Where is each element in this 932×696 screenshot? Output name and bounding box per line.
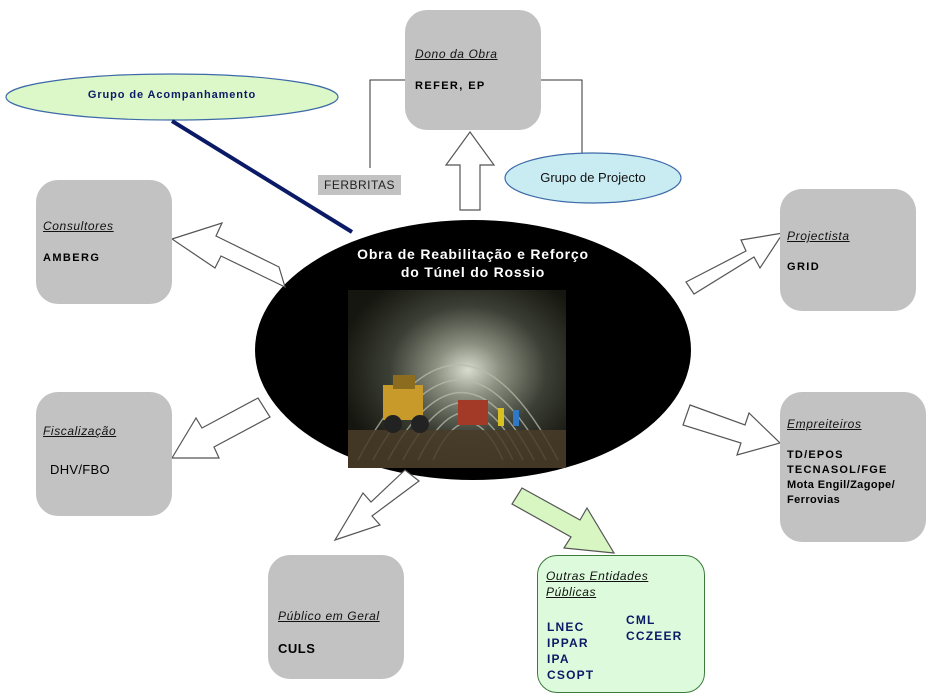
empreiteiros-entity: TECNASOL/FGE <box>787 464 888 476</box>
consultores-entity: AMBERG <box>43 252 101 264</box>
connector-line <box>170 119 354 234</box>
publico-role: Público em Geral <box>278 609 380 623</box>
tunnel-photo <box>348 290 566 468</box>
outras-col1: LNEC IPPAR IPA CSOPT <box>547 619 594 683</box>
outras-entity: CML <box>626 613 656 627</box>
connector-line <box>369 79 406 168</box>
outras-role-line1: Outras Entidades <box>546 569 649 583</box>
consultores-role: Consultores <box>43 219 114 233</box>
arrow-icon <box>170 397 271 459</box>
grupo-acompanhamento-label: Grupo de Acompanhamento <box>87 89 257 101</box>
arrow-icon <box>444 130 496 211</box>
grupo-projecto-ellipse <box>504 152 682 204</box>
grupo-acompanhamento-ellipse <box>5 73 339 121</box>
center-title: Obra de Reabilitação e Reforço do Túnel … <box>280 245 666 281</box>
empreiteiros-role: Empreiteiros <box>787 417 862 431</box>
outras-entity: CSOPT <box>547 668 595 682</box>
connector-line <box>540 79 583 155</box>
projectista-role: Projectista <box>787 229 850 243</box>
fiscalizacao-box: Fiscalização DHV/FBO <box>36 392 172 516</box>
outras-entity: IPA <box>547 652 570 666</box>
dono-da-obra-entity: REFER, EP <box>415 80 486 92</box>
publico-entity: CULS <box>278 641 316 656</box>
ferbritas-label: FERBRITAS <box>318 175 401 195</box>
empreiteiros-entity: TD/EPOS <box>787 449 844 461</box>
dono-da-obra-box: Dono da Obra REFER, EP <box>405 10 541 130</box>
consultores-box: Consultores AMBERG <box>36 180 172 304</box>
outras-entidades-box: Outras Entidades Públicas LNEC IPPAR IPA… <box>537 555 705 693</box>
outras-entity: LNEC <box>547 620 585 634</box>
projectista-entity: GRID <box>787 261 821 273</box>
empreiteiros-entity-list: TD/EPOS TECNASOL/FGE Mota Engil/Zagope/ … <box>787 448 895 508</box>
fiscalizacao-entity: DHV/FBO <box>50 462 110 477</box>
publico-box: Público em Geral CULS <box>268 555 404 679</box>
projectista-box: Projectista GRID <box>780 189 916 311</box>
outras-entity: IPPAR <box>547 636 589 650</box>
empreiteiros-entity: Mota Engil/Zagope/ <box>787 479 896 491</box>
center-title-line1: Obra de Reabilitação e Reforço <box>357 246 589 262</box>
outras-entity: CCZEER <box>626 629 683 643</box>
arrow-icon <box>685 232 785 295</box>
arrow-icon <box>333 469 420 542</box>
fiscalizacao-role: Fiscalização <box>43 424 117 438</box>
center-title-line2: do Túnel do Rossio <box>400 264 546 280</box>
arrow-icon <box>511 487 616 554</box>
grupo-projecto-label: Grupo de Projecto <box>540 170 646 185</box>
arrow-icon <box>170 222 286 289</box>
dono-da-obra-role: Dono da Obra <box>415 47 498 61</box>
outras-role-line2: Públicas <box>546 585 597 599</box>
empreiteiros-box: Empreiteiros TD/EPOS TECNASOL/FGE Mota E… <box>780 392 926 542</box>
outras-col2: CML CCZEER <box>626 612 683 644</box>
arrow-icon <box>682 404 782 456</box>
empreiteiros-entity: Ferrovias <box>787 494 841 506</box>
